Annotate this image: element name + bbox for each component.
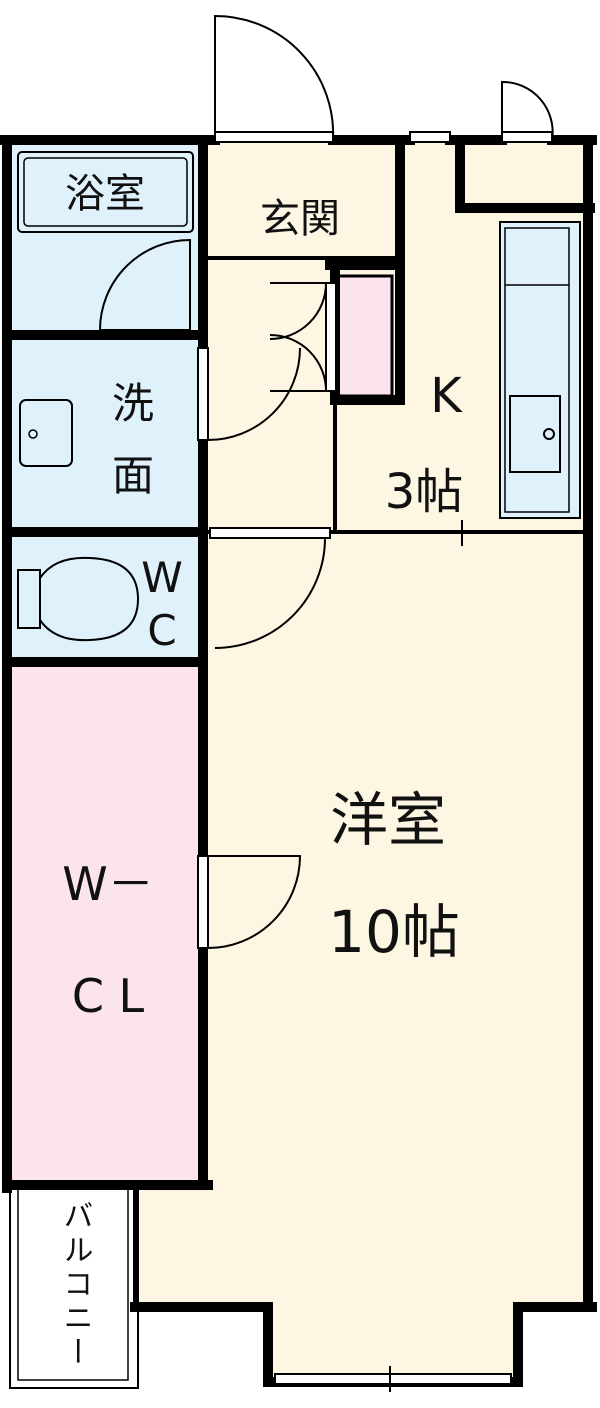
toilet-label-2: C — [147, 606, 176, 655]
toilet-fixture — [17, 556, 140, 642]
kitchen-label-1: K — [430, 368, 463, 424]
bath-label: 浴室 — [65, 171, 145, 217]
bay-window-area — [268, 1300, 518, 1380]
bathtub-inner — [23, 157, 188, 227]
closet-label-1: W－ — [62, 857, 153, 911]
western-room-label-2: 10帖 — [328, 898, 460, 966]
walk-in-closet-area — [10, 665, 205, 1185]
western-room-area — [140, 535, 590, 1307]
shoe-box — [334, 274, 394, 398]
washbasin-drain — [28, 429, 38, 439]
balcony-label: バルコニー — [58, 1200, 93, 1370]
washbasin — [19, 399, 73, 467]
bathtub — [17, 151, 194, 233]
doors — [98, 14, 554, 1392]
kitchen-counter-inner — [504, 227, 570, 513]
toilet-label-1: W — [141, 553, 183, 602]
washroom-label-2: 面 — [112, 451, 154, 500]
sink-drain — [543, 428, 555, 440]
sink — [509, 395, 561, 473]
kitchen-counter — [499, 221, 581, 519]
closet-label-2: C L — [72, 969, 145, 1023]
kitchen-label-2: 3帖 — [385, 464, 464, 520]
entrance-label: 玄関 — [260, 196, 340, 242]
western-room-label-1: 洋室 — [330, 786, 446, 854]
washroom-label-1: 洗 — [112, 379, 154, 428]
